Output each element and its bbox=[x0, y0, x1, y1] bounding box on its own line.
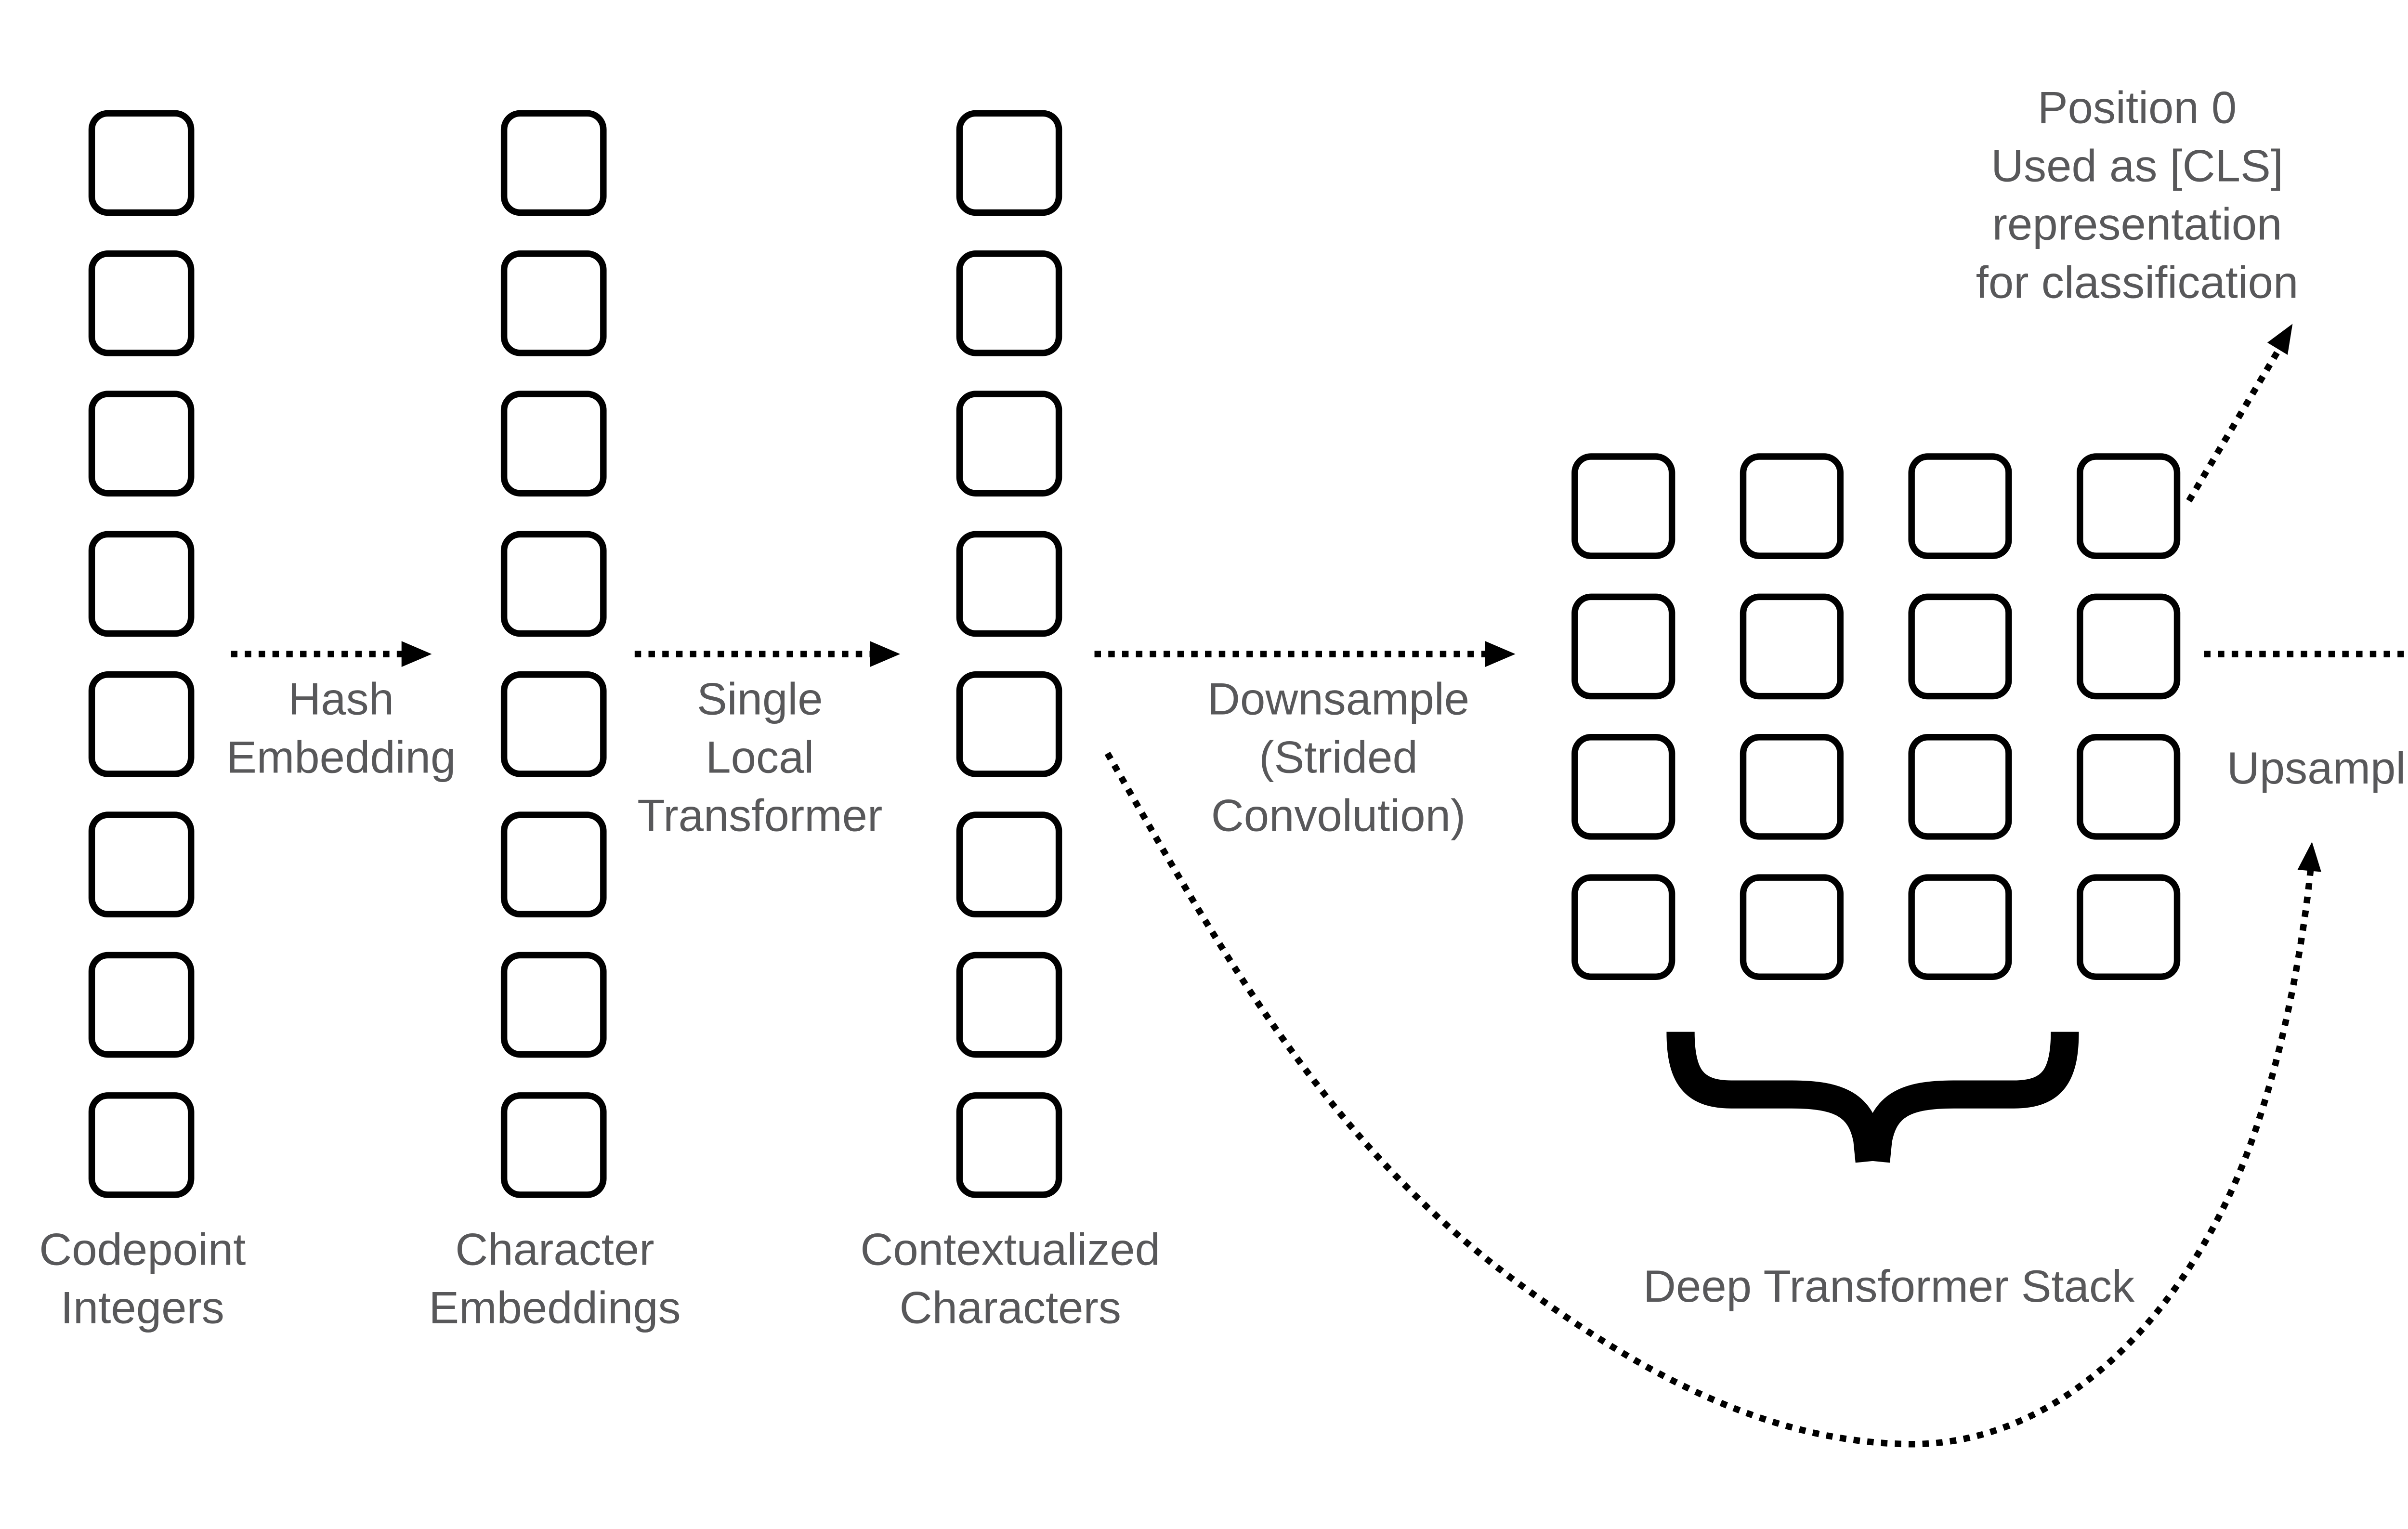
token-cell bbox=[2077, 593, 2181, 700]
token-cell bbox=[500, 952, 607, 1058]
token-cell bbox=[1571, 874, 1675, 980]
token-cell bbox=[2077, 734, 2181, 840]
skip-connection-arrowhead-icon bbox=[2297, 842, 2321, 872]
token-cell bbox=[1571, 734, 1675, 840]
deep-transformer-stack-label: Deep Transformer Stack bbox=[1643, 1258, 2134, 1317]
upsampling-label: Upsampling bbox=[2227, 740, 2408, 798]
label-line: Convolution) bbox=[1211, 792, 1466, 842]
token-cell bbox=[956, 391, 1062, 497]
codepoint-integers-label: Codepoint Integers bbox=[39, 1222, 246, 1338]
token-cell bbox=[88, 1092, 195, 1198]
label-line: (Strided bbox=[1259, 734, 1418, 784]
hash-embedding-label: Hash Embedding bbox=[226, 671, 456, 788]
column-codepoint-integers bbox=[88, 110, 195, 1198]
token-cell bbox=[1908, 593, 2012, 700]
underbrace-icon bbox=[1666, 1032, 1884, 1163]
column-contextualized-characters bbox=[956, 110, 1062, 1198]
token-cell bbox=[956, 250, 1062, 356]
label-line: Local bbox=[706, 734, 814, 784]
label-line: Single bbox=[696, 675, 823, 726]
cls-annotation: Position 0 Used as [CLS] representation … bbox=[1976, 80, 2299, 313]
column-character-embeddings bbox=[500, 110, 607, 1198]
contextualized-characters-label: Contextualized Characters bbox=[860, 1222, 1160, 1338]
token-cell bbox=[1571, 453, 1675, 559]
token-cell bbox=[1740, 734, 1844, 840]
label-line: Contextualized bbox=[860, 1226, 1161, 1276]
cls-annotation-arrow bbox=[2186, 350, 2280, 503]
downsample-arrowhead-icon bbox=[1485, 641, 1516, 667]
token-cell bbox=[500, 250, 607, 356]
token-cell bbox=[500, 811, 607, 918]
token-cell bbox=[1908, 734, 2012, 840]
single-local-transformer-label: Single Local Transformer bbox=[637, 671, 882, 846]
token-cell bbox=[500, 110, 607, 216]
label-line: Embedding bbox=[226, 734, 456, 784]
annotation-line: for classification bbox=[1976, 259, 2299, 309]
label-line: Characters bbox=[899, 1284, 1121, 1334]
token-cell bbox=[956, 1092, 1062, 1198]
hash-embedding-arrowhead-icon bbox=[401, 641, 432, 667]
token-cell bbox=[88, 671, 195, 777]
token-cell bbox=[500, 531, 607, 637]
label-line: Embeddings bbox=[429, 1284, 681, 1334]
token-cell bbox=[88, 952, 195, 1058]
token-cell bbox=[88, 811, 195, 918]
label-line: Codepoint bbox=[39, 1226, 246, 1276]
token-cell bbox=[956, 671, 1062, 777]
token-cell bbox=[956, 110, 1062, 216]
label-line: Deep Transformer Stack bbox=[1643, 1263, 2135, 1313]
token-cell bbox=[88, 391, 195, 497]
token-cell bbox=[956, 952, 1062, 1058]
token-cell bbox=[1908, 453, 2012, 559]
label-line: Character bbox=[455, 1226, 654, 1276]
token-cell bbox=[500, 671, 607, 777]
token-cell bbox=[500, 391, 607, 497]
character-embeddings-label: Character Embeddings bbox=[429, 1222, 681, 1338]
single-local-transformer-arrowhead-icon bbox=[870, 641, 901, 667]
token-cell bbox=[1740, 593, 1844, 700]
annotation-line: representation bbox=[1992, 200, 2282, 250]
label-line: Upsampling bbox=[2226, 745, 2408, 795]
label-line: Integers bbox=[60, 1284, 224, 1334]
annotation-line: Used as [CLS] bbox=[1991, 142, 2284, 192]
downsample-label: Downsample (Strided Convolution) bbox=[1207, 671, 1469, 846]
cls-annotation-arrowhead-icon bbox=[2267, 324, 2293, 355]
token-cell bbox=[88, 250, 195, 356]
underbrace-icon bbox=[1862, 1032, 2079, 1163]
token-cell bbox=[956, 531, 1062, 637]
label-line: Hash bbox=[288, 675, 394, 726]
token-cell bbox=[2077, 874, 2181, 980]
label-line: Transformer bbox=[637, 792, 883, 842]
token-cell bbox=[88, 110, 195, 216]
token-cell bbox=[2077, 453, 2181, 559]
annotation-line: Position 0 bbox=[2037, 84, 2237, 134]
label-line: Downsample bbox=[1207, 675, 1470, 726]
deep-transformer-stack-grid bbox=[1571, 453, 2181, 980]
token-cell bbox=[1908, 874, 2012, 980]
token-cell bbox=[1740, 874, 1844, 980]
token-cell bbox=[88, 531, 195, 637]
token-cell bbox=[500, 1092, 607, 1198]
token-cell bbox=[1571, 593, 1675, 700]
token-cell bbox=[956, 811, 1062, 918]
token-cell bbox=[1740, 453, 1844, 559]
